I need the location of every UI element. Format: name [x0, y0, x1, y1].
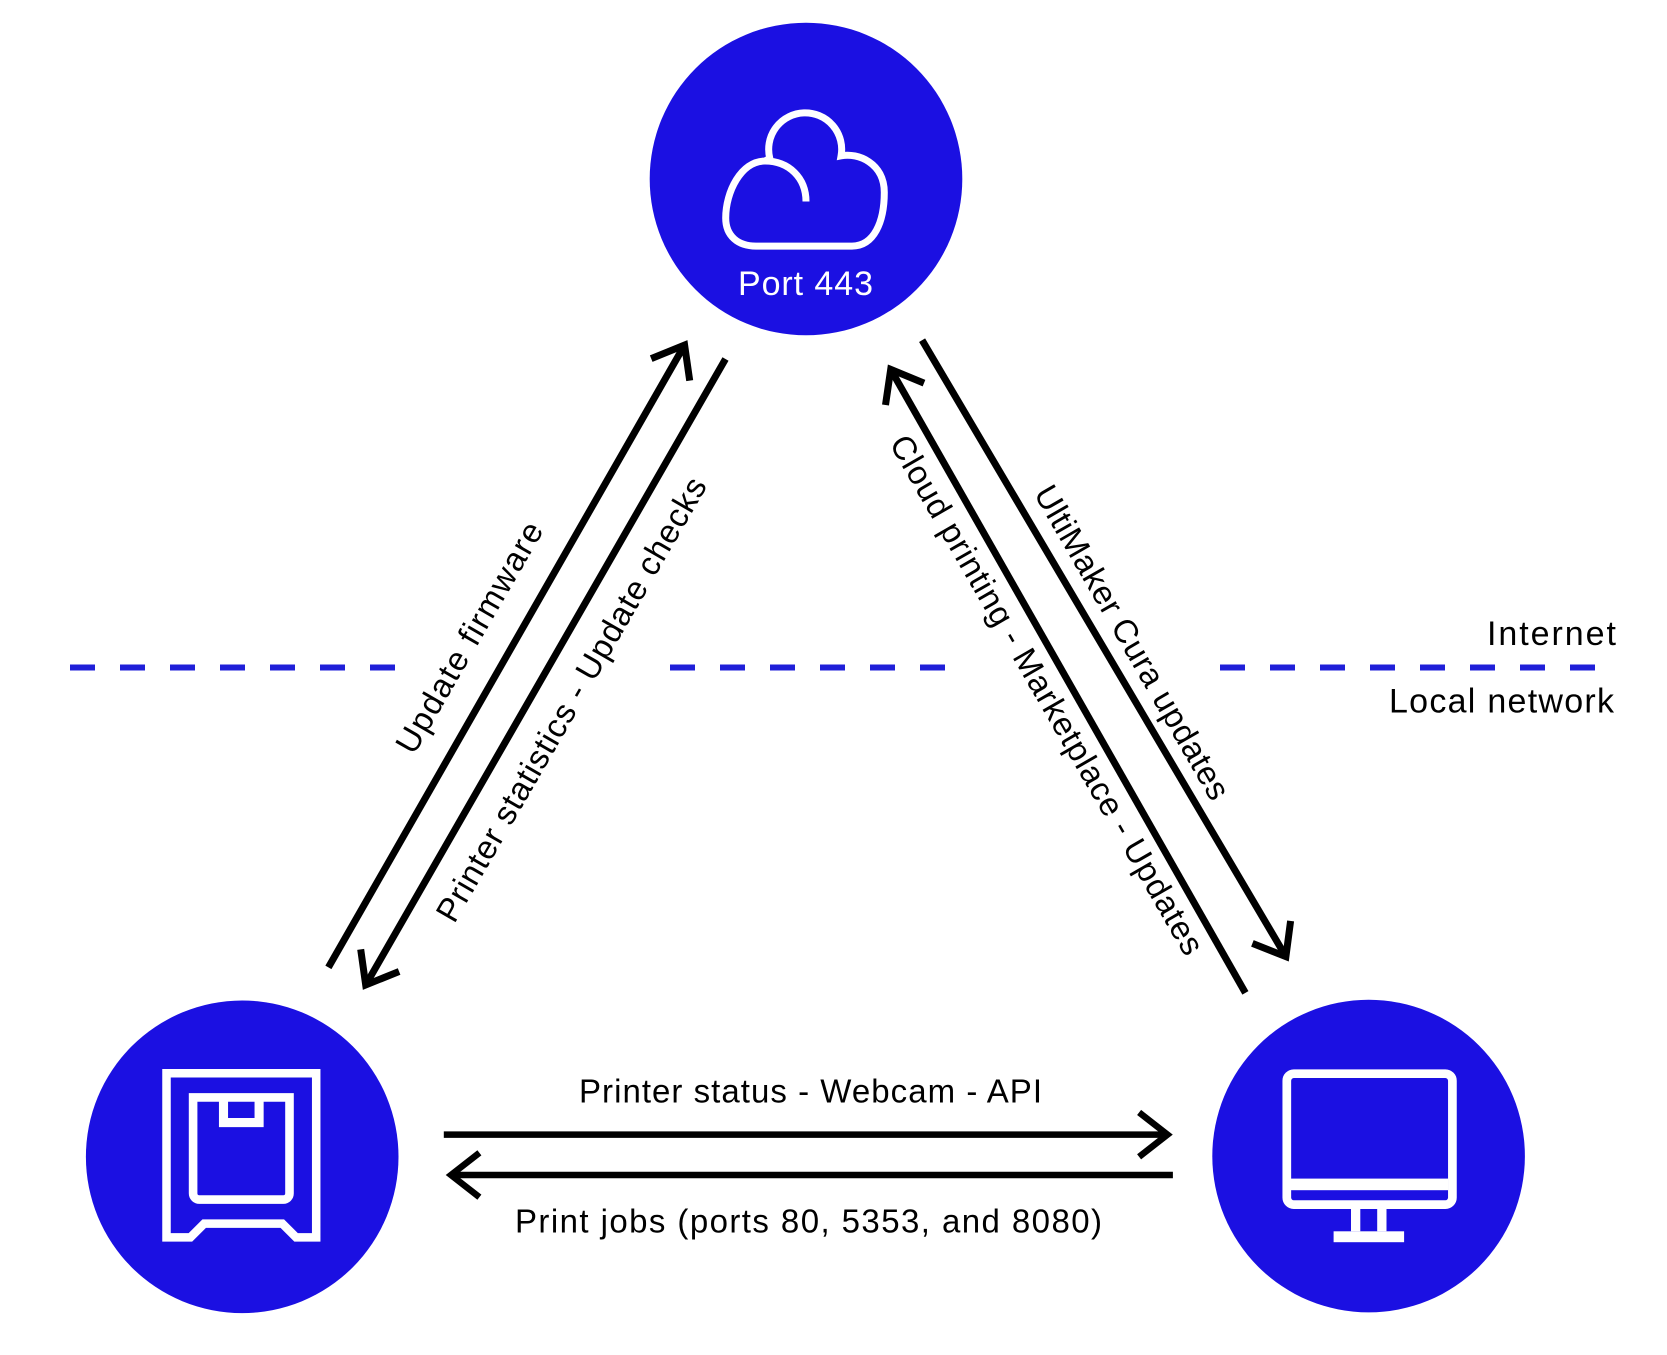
- svg-text:UltiMaker Cura updates: UltiMaker Cura updates: [1027, 478, 1238, 806]
- svg-text:Internet: Internet: [1487, 615, 1617, 653]
- svg-text:Local network: Local network: [1389, 683, 1615, 721]
- svg-text:Printer status - Webcam - API: Printer status - Webcam - API: [579, 1073, 1042, 1110]
- svg-text:Port 443: Port 443: [738, 265, 873, 303]
- svg-text:Print jobs (ports 80, 5353, an: Print jobs (ports 80, 5353, and 8080): [515, 1202, 1102, 1239]
